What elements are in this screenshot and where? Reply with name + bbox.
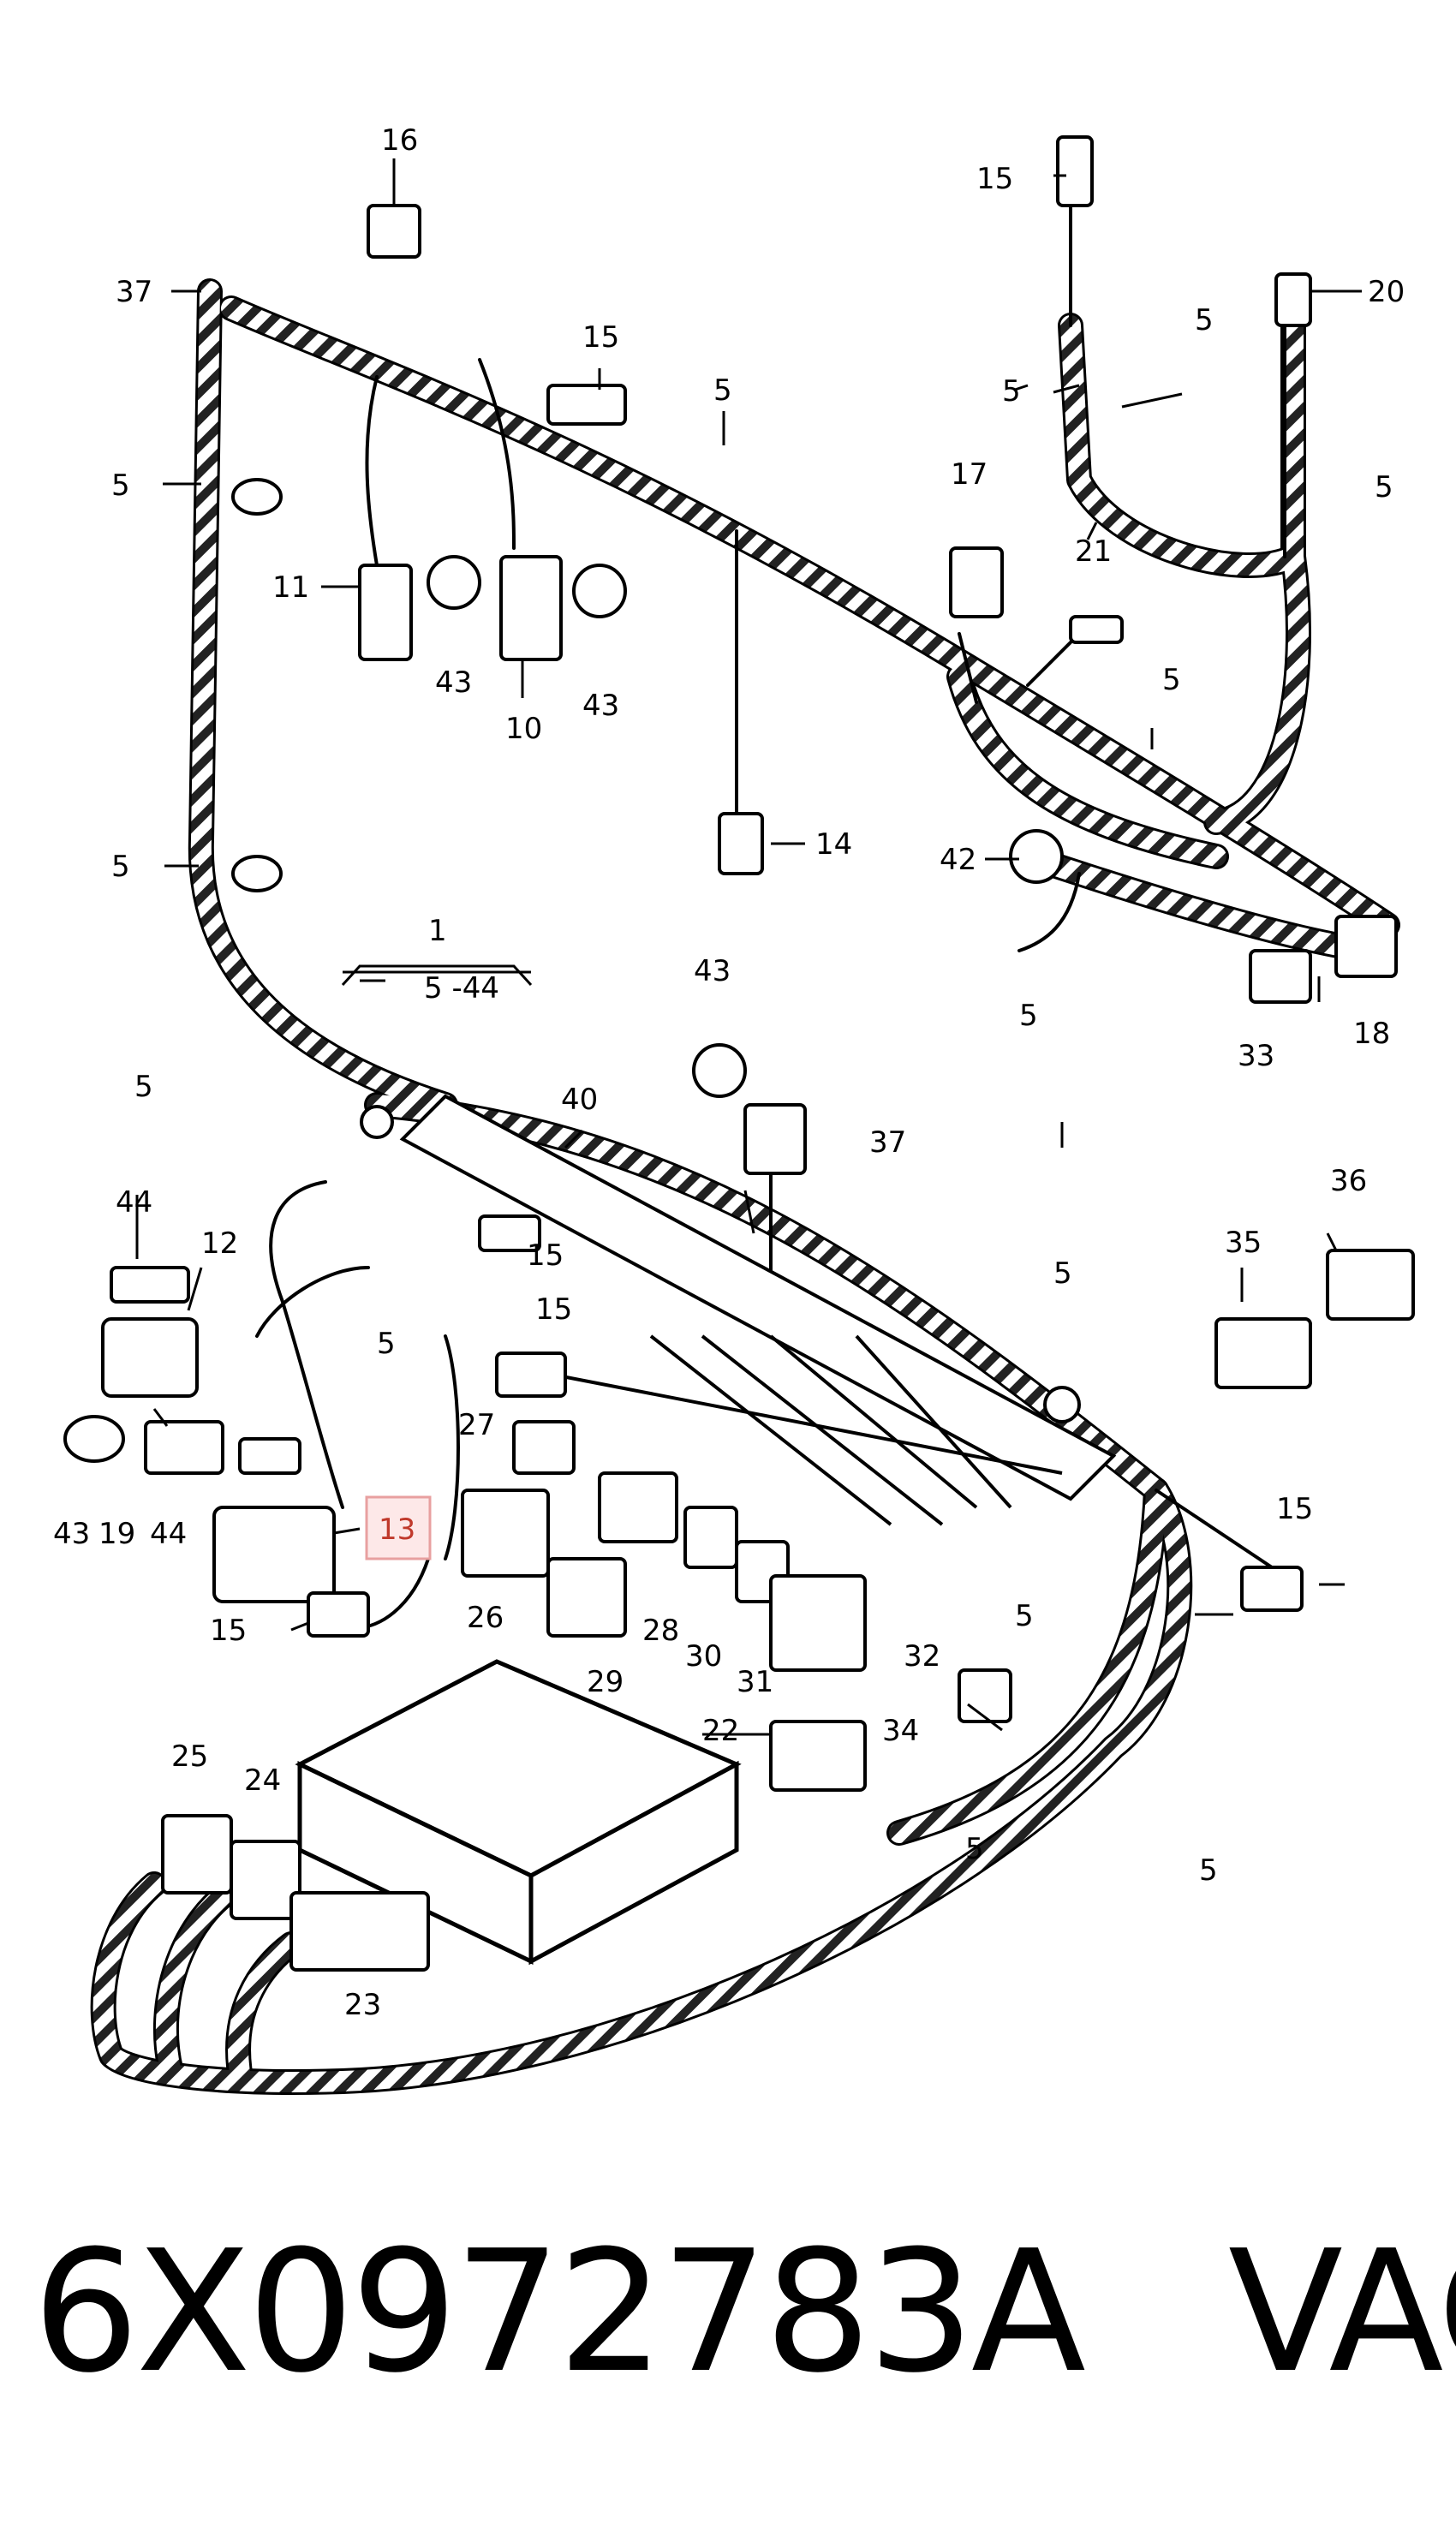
callout-15b: 15 bbox=[976, 162, 1013, 196]
callout-20: 20 bbox=[1368, 275, 1405, 309]
callout-5f: 5 bbox=[713, 373, 732, 408]
callout-30: 30 bbox=[685, 1639, 722, 1674]
highlight-box-13 bbox=[365, 1495, 432, 1560]
callout-24: 24 bbox=[244, 1763, 281, 1798]
control-unit-box bbox=[295, 1659, 742, 1966]
callout-13: 13 bbox=[379, 1513, 415, 1547]
callout-19: 19 bbox=[98, 1517, 135, 1551]
callout-5k: 5 bbox=[377, 1327, 396, 1361]
callout-34: 34 bbox=[882, 1714, 919, 1748]
callout-5g: 5 bbox=[1162, 663, 1181, 697]
callout-16: 16 bbox=[381, 123, 418, 158]
callout-1: 1 bbox=[428, 914, 447, 948]
callout-43c: 43 bbox=[694, 954, 731, 988]
callout-43d: 43 bbox=[53, 1517, 90, 1551]
callout-29: 29 bbox=[587, 1665, 624, 1699]
callout-43a: 43 bbox=[435, 665, 472, 700]
callout-32: 32 bbox=[904, 1639, 940, 1674]
brand-name: VAG bbox=[1227, 2215, 1456, 2410]
callout-11: 11 bbox=[272, 570, 309, 605]
callout-17: 17 bbox=[951, 457, 988, 492]
callout-5n: 5 bbox=[1199, 1853, 1218, 1888]
callout-35: 35 bbox=[1225, 1226, 1262, 1260]
callout-5e: 5 bbox=[1375, 470, 1393, 504]
callout-5i: 5 bbox=[134, 1070, 153, 1104]
callout-15d: 15 bbox=[535, 1292, 572, 1327]
callout-5a: 5 bbox=[111, 468, 130, 503]
callout-36: 36 bbox=[1330, 1164, 1367, 1198]
callout-25: 25 bbox=[171, 1739, 208, 1774]
mounting-frame bbox=[399, 1094, 1117, 1526]
callout-44a: 44 bbox=[116, 1185, 152, 1220]
callout-5j: 5 bbox=[1053, 1256, 1072, 1291]
callout-15e: 15 bbox=[1276, 1492, 1313, 1526]
callout-18: 18 bbox=[1353, 1017, 1390, 1051]
callout-10: 10 bbox=[505, 712, 542, 746]
group-bracket bbox=[341, 964, 533, 987]
callout-15c: 15 bbox=[527, 1238, 564, 1273]
callout-5l: 5 bbox=[1015, 1599, 1034, 1633]
callout-23: 23 bbox=[344, 1988, 381, 2022]
callout-15a: 15 bbox=[582, 320, 619, 355]
callout-15f: 15 bbox=[210, 1614, 247, 1648]
callout-40: 40 bbox=[561, 1083, 598, 1117]
callout-14: 14 bbox=[815, 827, 852, 862]
callout-37a: 37 bbox=[116, 275, 152, 309]
callout-28: 28 bbox=[642, 1614, 679, 1648]
callout-31: 31 bbox=[737, 1665, 773, 1699]
callout-5h: 5 bbox=[1019, 999, 1038, 1033]
callout-5b: 5 bbox=[111, 850, 130, 884]
callout-44b: 44 bbox=[150, 1517, 187, 1551]
callout-43b: 43 bbox=[582, 689, 619, 723]
connectors bbox=[63, 135, 1415, 1972]
callout-22: 22 bbox=[702, 1714, 739, 1748]
callout-1-range: 5 -44 bbox=[424, 971, 499, 1005]
callout-33: 33 bbox=[1238, 1039, 1274, 1073]
part-number-code: 6X0972783A bbox=[33, 2215, 1086, 2410]
part-number-caption: 6X0972783A VAG bbox=[33, 2215, 1456, 2410]
callout-labels: 16 37 15 5 5 11 43 10 43 15 5 20 5 5 17 … bbox=[53, 123, 1405, 2022]
leader-lines bbox=[135, 158, 1362, 1736]
harness-trunks bbox=[90, 152, 1400, 2095]
callout-12: 12 bbox=[201, 1226, 238, 1261]
callout-42: 42 bbox=[940, 843, 976, 877]
callout-26: 26 bbox=[467, 1601, 504, 1635]
callout-5m: 5 bbox=[965, 1832, 984, 1866]
callout-21: 21 bbox=[1075, 534, 1112, 569]
callout-5c: 5 bbox=[1195, 303, 1214, 337]
wiring-harness-diagram: 16 37 15 5 5 11 43 10 43 15 5 20 5 5 17 … bbox=[53, 123, 1415, 2095]
callout-37b: 37 bbox=[869, 1125, 906, 1160]
callout-27: 27 bbox=[458, 1408, 495, 1442]
callout-5d: 5 bbox=[1002, 374, 1021, 409]
